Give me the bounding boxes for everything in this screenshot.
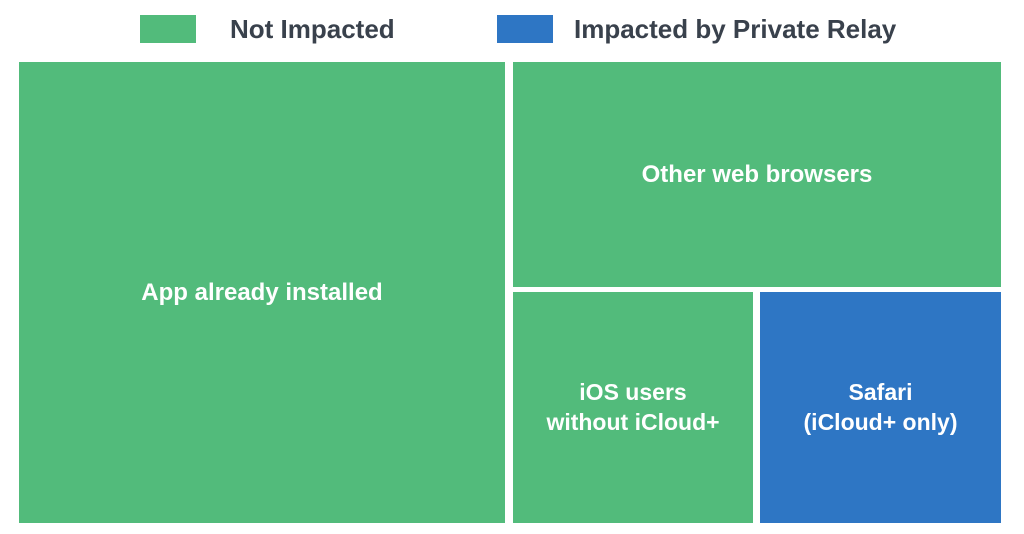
tile-label-safari-line2: (iCloud+ only) [803, 408, 958, 435]
legend-item-not-impacted: Not Impacted [140, 15, 395, 43]
tile-label-app-already-installed: App already installed [141, 278, 383, 306]
tile-ios-users-without-icloud: iOS users without iCloud+ [513, 292, 753, 523]
tile-other-web-browsers: Other web browsers [513, 62, 1001, 287]
legend-label-impacted: Impacted by Private Relay [574, 14, 897, 44]
legend-item-impacted: Impacted by Private Relay [497, 15, 896, 43]
legend-swatch-green [140, 15, 196, 43]
tile-label-other-web-browsers: Other web browsers [641, 160, 873, 188]
legend-label-not-impacted: Not Impacted [230, 14, 395, 44]
legend-swatch-blue [497, 15, 553, 43]
tile-label-ios-users-line2: without iCloud+ [546, 408, 720, 435]
tile-safari-icloud-only: Safari (iCloud+ only) [760, 292, 1001, 523]
tile-label-safari-line1: Safari [848, 378, 913, 405]
tile-label-ios-users-line1: iOS users [579, 378, 687, 405]
tile-app-already-installed: App already installed [19, 62, 505, 523]
